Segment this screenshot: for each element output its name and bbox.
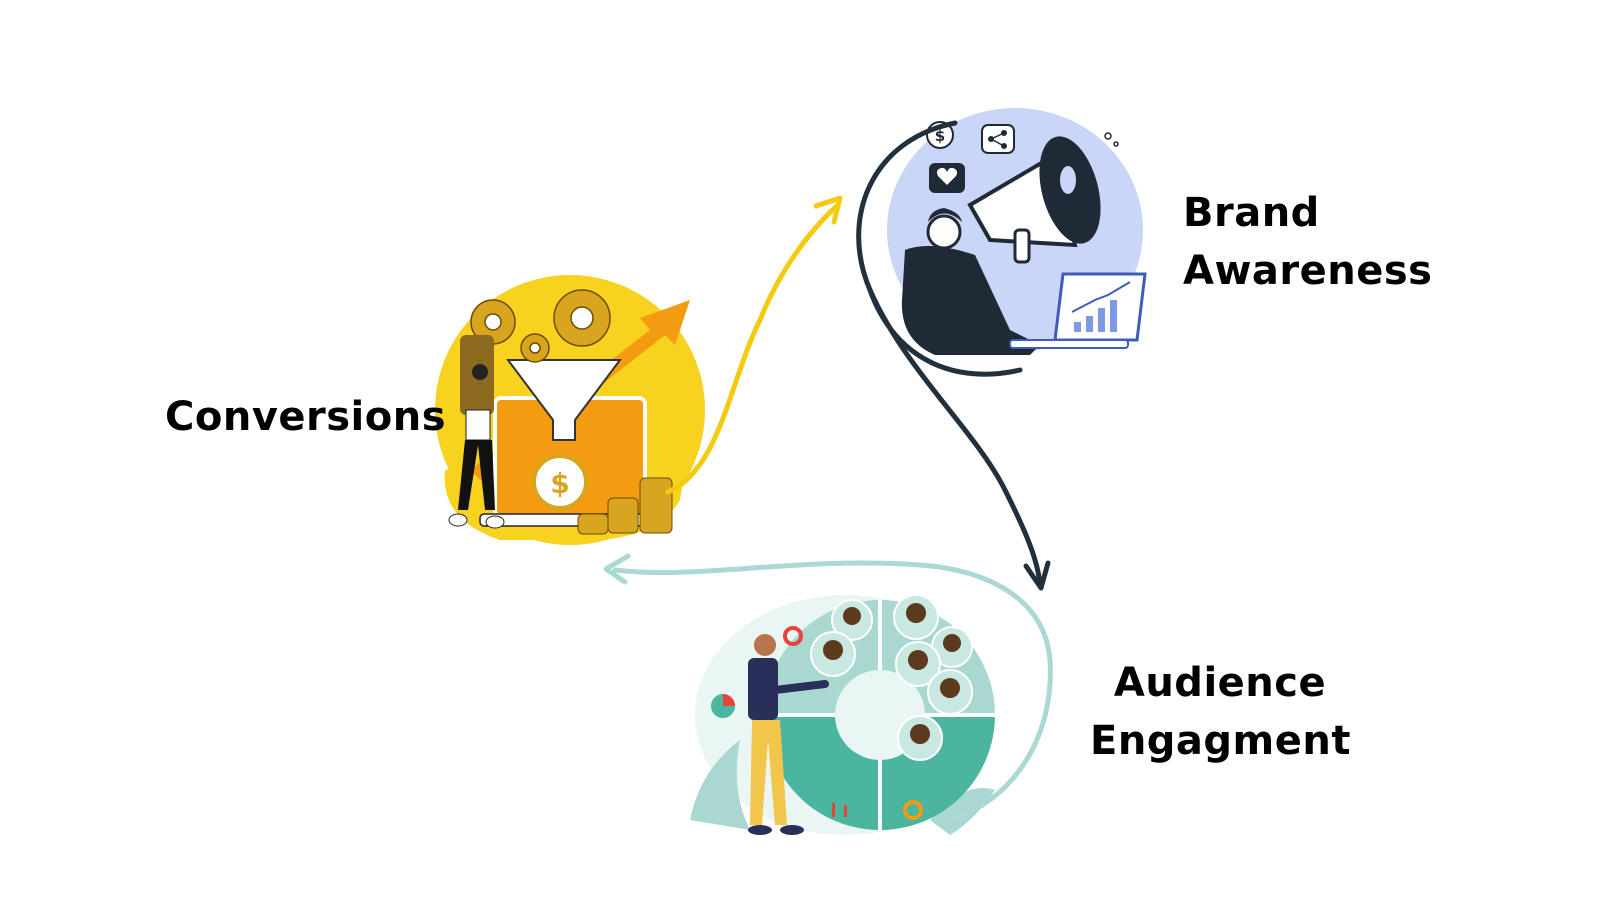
dollar-coin-icon: $ xyxy=(532,454,588,510)
brand-awareness-label: Brand Awareness xyxy=(1183,184,1432,300)
audience-engagement-label: Audience Engagment xyxy=(1090,654,1350,770)
audience-illustration xyxy=(690,594,995,835)
conversions-label: Conversions xyxy=(165,388,446,446)
person-figure xyxy=(448,335,505,529)
coin-stacks xyxy=(577,477,673,535)
heart-icon xyxy=(929,163,965,193)
brand-label-line2: Awareness xyxy=(1183,248,1433,294)
funnel-icon xyxy=(506,359,622,441)
audience-label-line2: Engagment xyxy=(1090,718,1351,764)
arrow-audience-to-conversions xyxy=(603,553,1053,821)
megaphone-icon xyxy=(967,136,1101,264)
arrow-conversions-to-brand xyxy=(665,195,843,495)
arrow-brand-to-audience xyxy=(856,120,1051,591)
svg-text:$: $ xyxy=(935,127,945,145)
conversions-label-text: Conversions xyxy=(165,394,447,440)
brand-label-line1: Brand xyxy=(1183,190,1320,236)
person-torso xyxy=(901,246,1040,355)
conversions-illustration: $ xyxy=(435,275,705,545)
audience-label-line1: Audience xyxy=(1113,660,1327,706)
small-donut-icon xyxy=(711,626,923,820)
svg-text:$: $ xyxy=(550,467,569,500)
bar-chart-icon xyxy=(832,803,853,817)
presenter-figure xyxy=(748,634,829,835)
brand-illustration: $ xyxy=(887,108,1147,355)
share-icon xyxy=(981,124,1015,154)
laptop-chart-icon xyxy=(1009,272,1147,349)
